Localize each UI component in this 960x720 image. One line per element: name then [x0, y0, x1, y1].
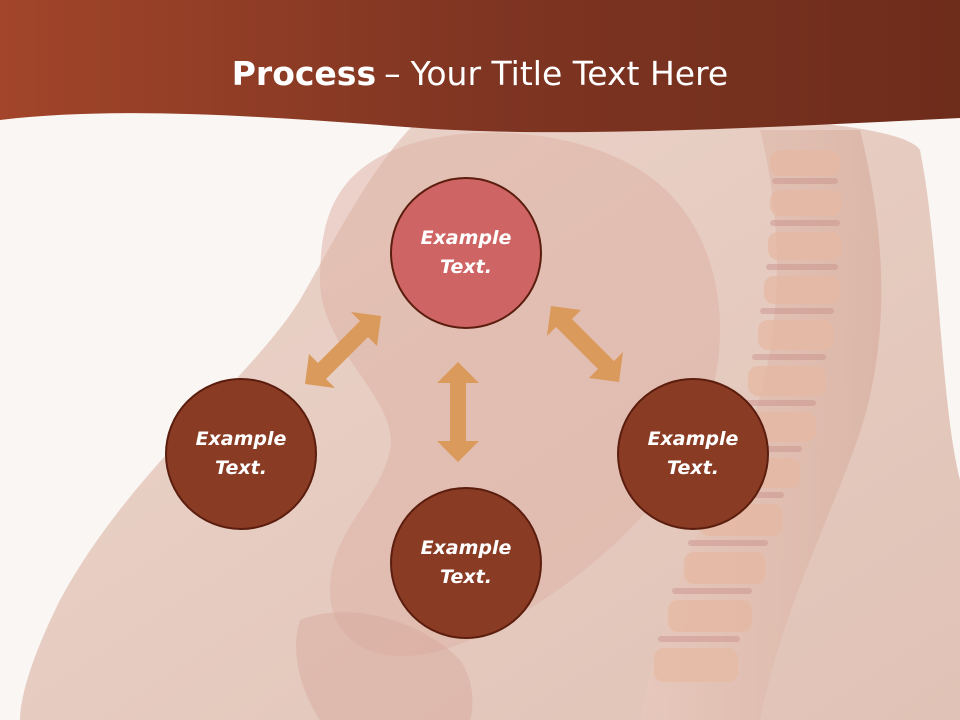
- title-rest-text: Your Title Text Here: [410, 54, 729, 93]
- title-separator: –: [384, 54, 401, 93]
- process-node-bottom: Example Text.: [390, 487, 542, 639]
- node-label: Example Text.: [647, 428, 739, 479]
- process-node-top: Example Text.: [390, 177, 542, 329]
- process-node-right: Example Text.: [617, 378, 769, 530]
- node-label: Example Text.: [420, 537, 512, 588]
- slide-title: Process–Your Title Text Here: [0, 52, 960, 96]
- process-node-left: Example Text.: [165, 378, 317, 530]
- title-bold-text: Process: [231, 54, 377, 93]
- title-banner: [0, 0, 960, 133]
- node-label: Example Text.: [195, 428, 287, 479]
- node-label: Example Text.: [420, 227, 512, 278]
